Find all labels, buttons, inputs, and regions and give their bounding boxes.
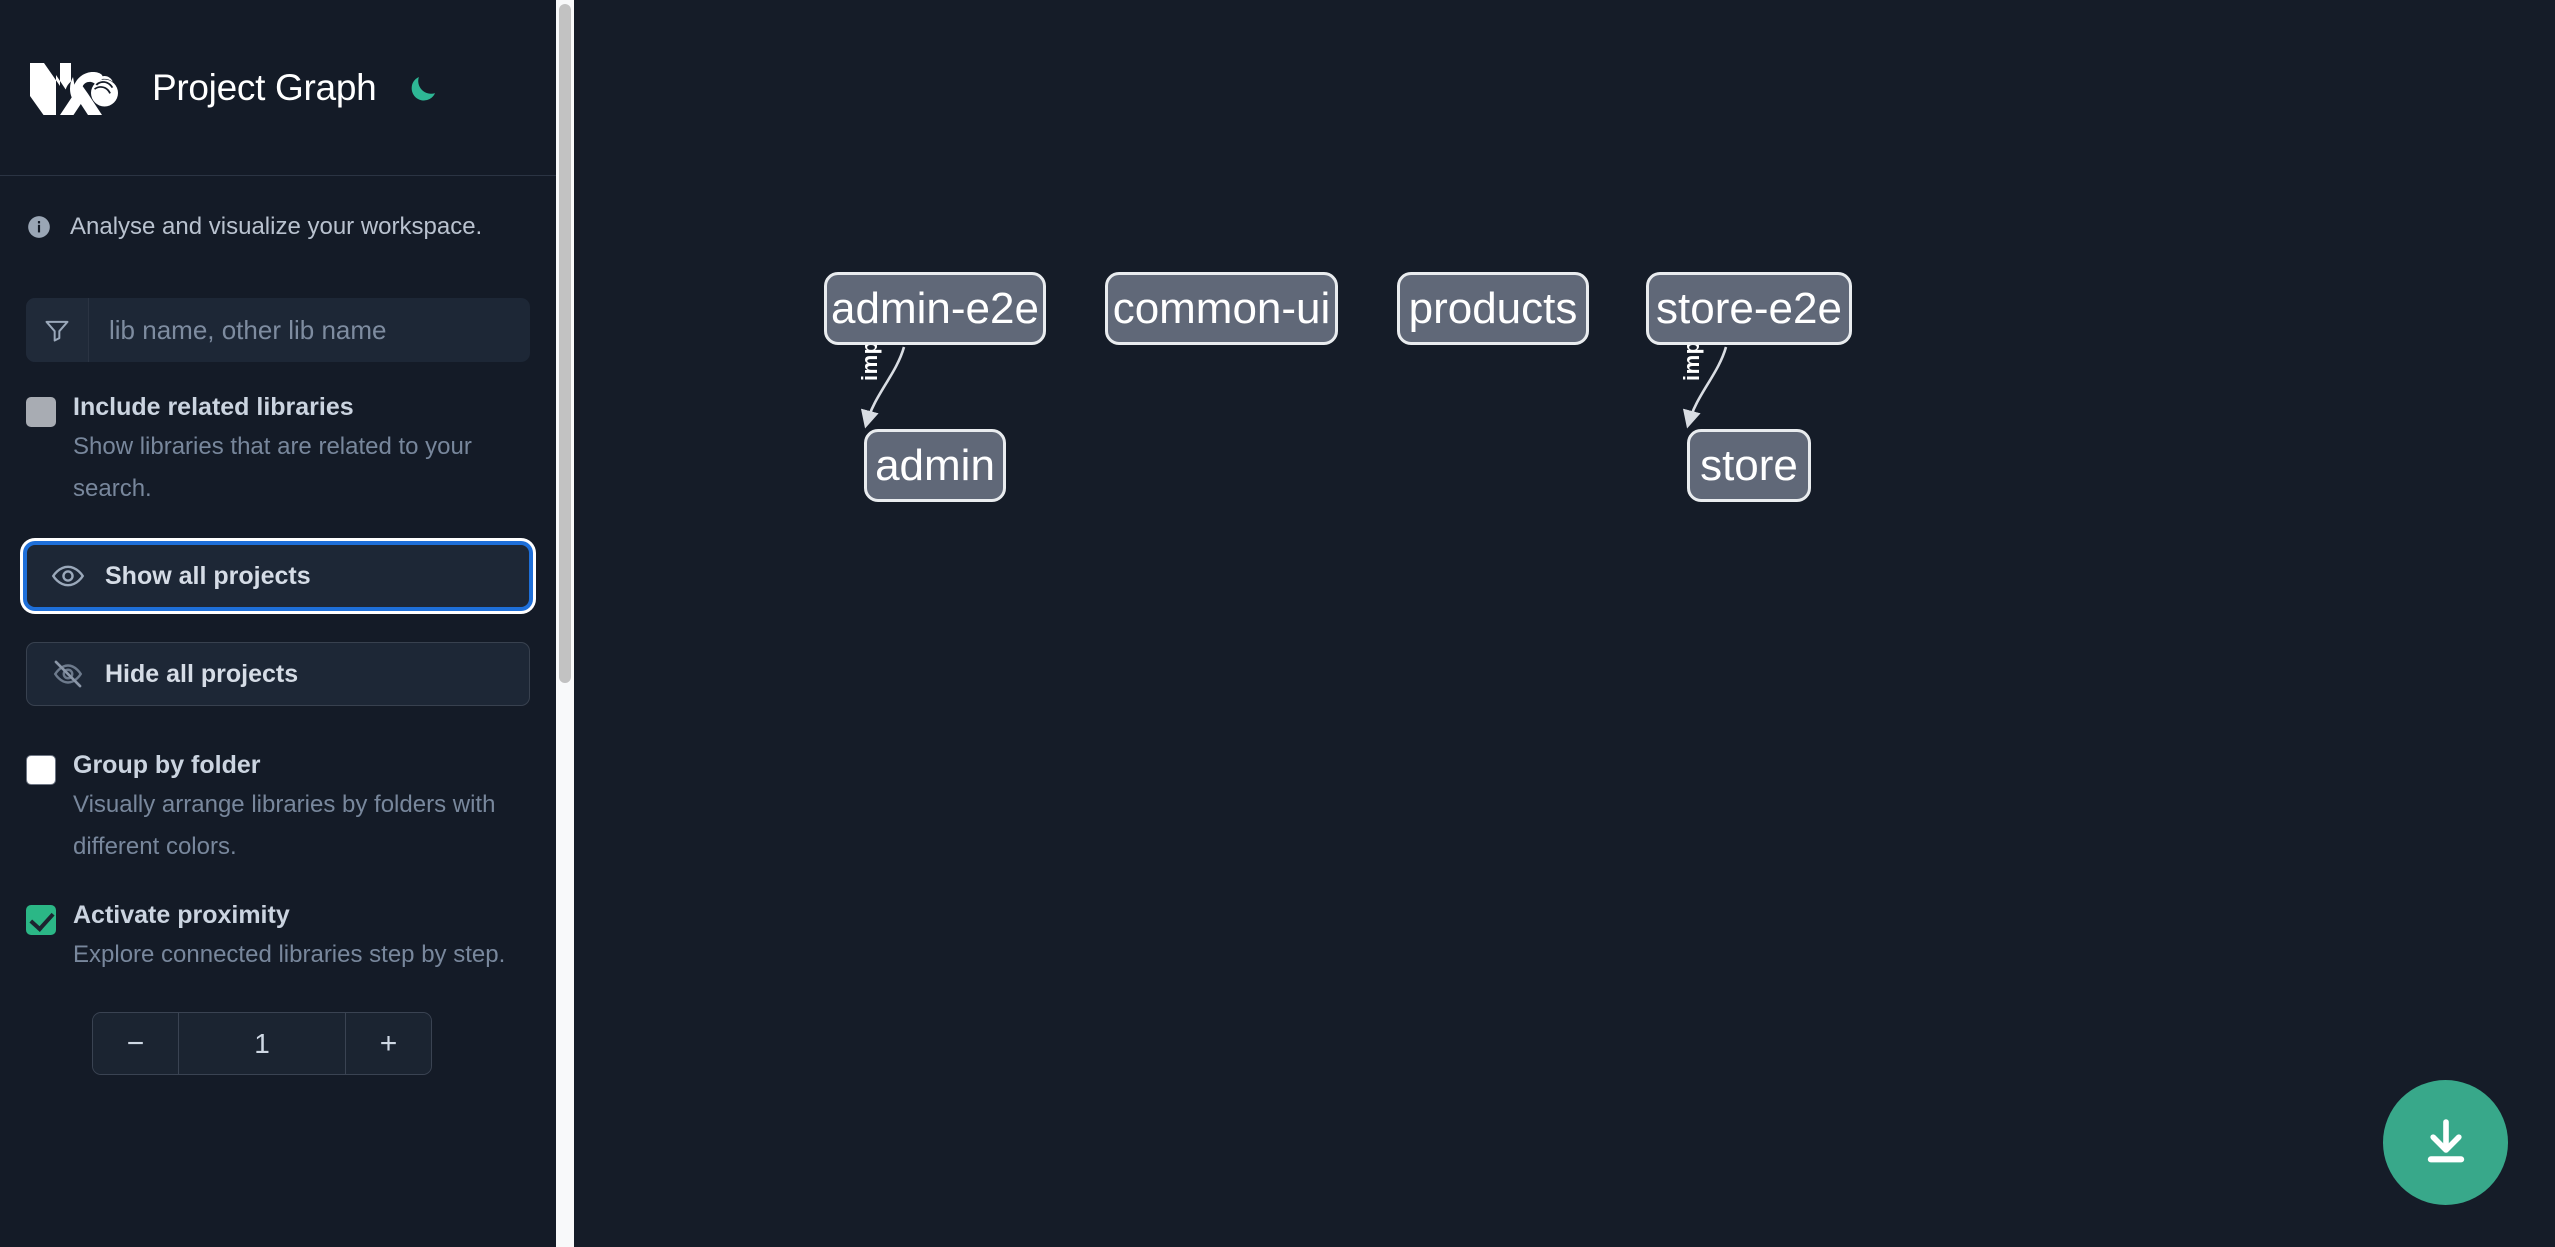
graph-node-store-e2e[interactable]: store-e2e [1646, 272, 1852, 345]
include-related-libraries-checkbox[interactable] [26, 397, 56, 427]
proximity-decrement-button[interactable]: − [93, 1013, 179, 1074]
graph-node-products[interactable]: products [1397, 272, 1589, 345]
option-include-related-libraries[interactable]: Include related libraries Show libraries… [26, 392, 530, 510]
download-image-button[interactable] [2383, 1080, 2508, 1205]
graph-edges [860, 346, 1728, 429]
option-label: Activate proximity [73, 901, 290, 929]
proximity-increment-button[interactable]: + [345, 1013, 431, 1074]
checkbox-wrapper[interactable] [26, 900, 56, 976]
option-description: Explore connected libraries step by step… [73, 941, 506, 968]
option-description: Visually arrange libraries by folders wi… [73, 791, 496, 860]
sidebar-scrollbar-track[interactable] [556, 0, 574, 1247]
info-icon [28, 216, 50, 238]
workspace-tagline: Analyse and visualize your workspace. [26, 212, 530, 242]
eye-icon [51, 565, 85, 587]
search-input[interactable] [89, 298, 530, 362]
activate-proximity-checkbox[interactable] [26, 905, 56, 935]
checkbox-wrapper[interactable] [26, 392, 56, 510]
option-label: Group by folder [73, 751, 261, 779]
page-title: Project Graph [152, 66, 377, 108]
hide-all-projects-label: Hide all projects [105, 659, 299, 688]
proximity-value: 1 [254, 1027, 270, 1059]
graph-node-admin[interactable]: admin [864, 429, 1006, 502]
hide-all-projects-button[interactable]: Hide all projects [26, 642, 530, 706]
sidebar: Project Graph Analyse and visualize your… [0, 0, 556, 1247]
graph-node-store[interactable]: store [1687, 429, 1811, 502]
sidebar-body: Analyse and visualize your workspace. In… [0, 212, 556, 1075]
nx-logo-icon [30, 62, 118, 115]
option-label: Include related libraries [73, 393, 354, 421]
search-bar[interactable] [26, 298, 530, 362]
sidebar-scrollbar-thumb[interactable] [559, 4, 571, 683]
proximity-stepper[interactable]: − 1 + [92, 1012, 432, 1075]
option-description: Show libraries that are related to your … [73, 433, 472, 502]
option-activate-proximity[interactable]: Activate proximity Explore connected lib… [26, 900, 530, 976]
graph-node-common-ui[interactable]: common-ui [1105, 272, 1338, 345]
show-all-projects-button[interactable]: Show all projects [26, 544, 530, 608]
graph-node-admin-e2e[interactable]: admin-e2e [824, 272, 1046, 345]
tagline-text: Analyse and visualize your workspace. [70, 213, 483, 240]
download-icon [2427, 1118, 2464, 1162]
filter-icon-box [26, 298, 89, 362]
option-group-by-folder[interactable]: Group by folder Visually arrange librari… [26, 750, 530, 868]
filter-icon [45, 320, 69, 342]
graph-canvas[interactable]: implicit implicit admin-e2e common-ui pr… [574, 0, 2555, 1247]
group-by-folder-checkbox[interactable] [26, 755, 56, 785]
sidebar-header: Project Graph [0, 0, 556, 176]
moon-icon[interactable] [406, 71, 440, 105]
checkbox-wrapper[interactable] [26, 750, 56, 868]
show-all-projects-label: Show all projects [105, 561, 311, 590]
eye-off-icon [53, 660, 83, 688]
